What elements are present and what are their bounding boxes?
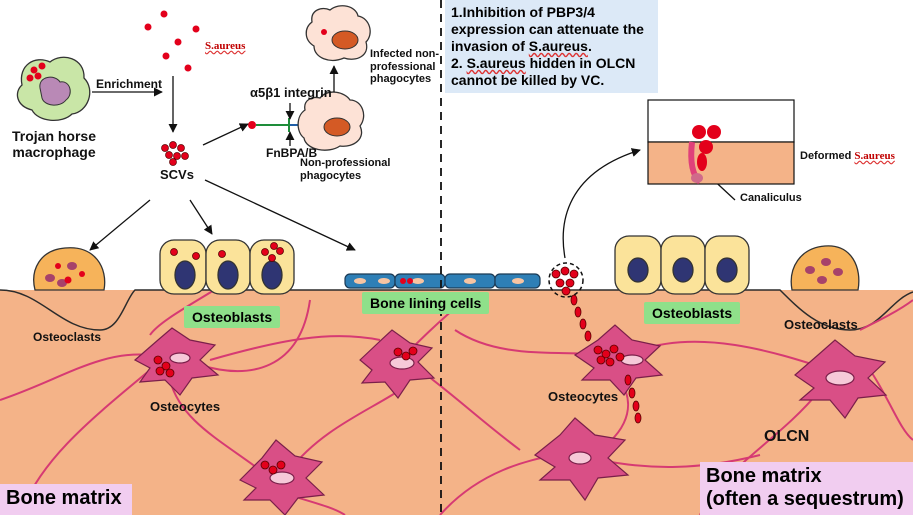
label-saureus-top: S.aureus (205, 40, 246, 52)
osteoclast-right (790, 245, 860, 291)
note-line2-a: 2. (451, 55, 467, 71)
label-enrichment: Enrichment (96, 77, 163, 91)
label-osteocytes-left: Osteocytes (150, 399, 221, 414)
note-line1-term: S.aureus (528, 38, 588, 54)
osteocyte-left-2 (359, 329, 436, 400)
infected-phagocyte (305, 5, 371, 61)
osteoclast-left (33, 247, 106, 291)
osteoblasts-right (614, 235, 750, 295)
bone-lining-cells (344, 273, 541, 289)
osteocyte-right-2 (533, 417, 630, 502)
label-bone-matrix-right-line2: (often a sequestrum) (706, 488, 904, 510)
label-canaliculus: Canaliculus (740, 192, 802, 204)
bacteria-chain (570, 294, 642, 424)
bacteria-in-lining (400, 278, 413, 284)
note-line2-term: S.aureus (466, 55, 526, 71)
label-osteoblasts-right: Osteoblasts (644, 302, 741, 324)
label-bone-matrix-right-line1: Bone matrix (706, 465, 822, 487)
note-line2-b: hidden in OLCN cannot be killed by VC. (451, 55, 636, 88)
free-bacteria (144, 10, 200, 72)
label-osteoblasts-left: Osteoblasts (184, 306, 281, 328)
osteocyte-left-3 (238, 439, 326, 516)
bone-matrix-area (0, 290, 913, 515)
bacteria-invading (551, 266, 579, 296)
label-deformed-text: Deformed (800, 150, 855, 162)
osteocyte-right-3 (794, 339, 888, 420)
key-findings-note: 1.Inhibition of PBP3/4 expression can at… (445, 0, 658, 93)
label-bone-matrix-left: Bone matrix (0, 484, 132, 515)
inset-bone-section (647, 99, 795, 185)
scvs-cluster (161, 141, 189, 166)
label-deformed-term: S.aureus (854, 150, 895, 162)
label-olcn: OLCN (764, 428, 810, 445)
label-infected-phagocytes: Infected non-professional phagocytes (370, 48, 440, 86)
bacteria-in-osteoblasts (170, 242, 284, 262)
label-osteoclasts-left: Osteoclasts (33, 330, 102, 344)
label-nonprof-phagocytes: Non-professional phagocytes (300, 157, 391, 182)
nonprof-phagocyte (297, 91, 365, 151)
label-fnbpa: FnBPA/B (266, 146, 318, 160)
bacteria-in-osteocytes (153, 344, 625, 475)
label-deformed: Deformed S.aureus (800, 150, 895, 163)
label-integrin: α5β1 integrin (250, 85, 332, 100)
trojan-macrophage (16, 56, 91, 121)
invasion-focus (548, 262, 584, 298)
label-bone-matrix-right: Bone matrix (often a sequestrum) (700, 462, 913, 515)
label-osteoclasts-right: Osteoclasts (784, 317, 858, 332)
label-trojan-macrophage: Trojan horse macrophage (11, 128, 97, 161)
label-osteocytes-right: Osteocytes (548, 389, 619, 404)
note-line1-end: . (587, 38, 592, 54)
label-bone-lining-cells: Bone lining cells (362, 292, 490, 314)
label-scvs: SCVs (160, 167, 194, 182)
note-line1: 1.Inhibition of PBP3/4 expression can at… (451, 4, 644, 54)
osteocyte-left-1 (133, 327, 220, 396)
